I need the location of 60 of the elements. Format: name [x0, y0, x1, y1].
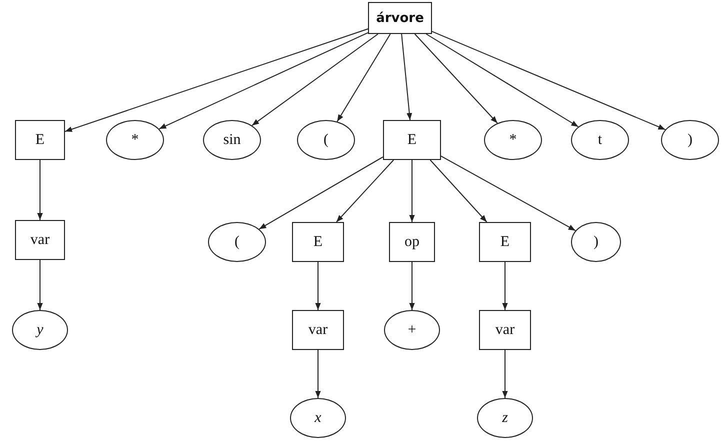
- nonterminal-box: [292, 310, 344, 350]
- nonterminal-box: [15, 120, 65, 160]
- terminal-ellipse: [661, 120, 719, 160]
- node-label: y: [36, 322, 44, 338]
- arrow: [414, 34, 498, 124]
- nonterminal-box: [368, 2, 432, 34]
- node-label: E: [35, 132, 45, 148]
- node-label: E: [500, 234, 510, 250]
- node-label: (: [324, 132, 328, 148]
- arrow: [37, 160, 43, 220]
- arrow: [409, 262, 415, 310]
- arrow: [336, 160, 394, 222]
- terminal-ellipse: [203, 120, 261, 160]
- arrow: [401, 34, 412, 120]
- node-label: E: [313, 234, 323, 250]
- terminal-ellipse: [290, 398, 346, 438]
- terminal-ellipse: [106, 120, 164, 160]
- terminal-ellipse: [477, 398, 533, 438]
- terminal-ellipse: [571, 120, 629, 160]
- arrow: [440, 156, 576, 232]
- arrow: [158, 32, 368, 130]
- node-label: árvore: [376, 10, 424, 26]
- arrow: [336, 34, 391, 122]
- arrow: [258, 156, 384, 230]
- node-label: ): [688, 132, 692, 148]
- node-label: var: [495, 322, 515, 338]
- arrow: [409, 160, 415, 222]
- nonterminal-box: [479, 222, 531, 262]
- nonterminal-box: [292, 222, 344, 262]
- node-label: x: [314, 410, 322, 426]
- node-label: *: [131, 132, 139, 148]
- terminal-ellipse: [571, 222, 621, 262]
- node-label: t: [598, 132, 602, 148]
- node-label: ): [594, 234, 598, 250]
- node-label: *: [509, 132, 517, 148]
- nonterminal-box: [383, 120, 441, 160]
- node-label: +: [408, 322, 416, 338]
- arrow: [64, 28, 368, 132]
- nonterminal-box: [389, 222, 435, 262]
- node-label: op: [404, 234, 420, 250]
- node-label: var: [30, 232, 50, 248]
- node-label: E: [407, 132, 417, 148]
- arrow: [430, 160, 488, 222]
- nonterminal-box: [15, 220, 65, 260]
- terminal-ellipse: [208, 222, 266, 262]
- arrow: [315, 262, 321, 310]
- terminal-ellipse: [384, 310, 440, 350]
- node-label: (: [234, 234, 240, 250]
- arrow: [502, 262, 508, 310]
- node-label: sin: [223, 132, 241, 148]
- arrow: [502, 350, 508, 398]
- arrow: [37, 260, 43, 310]
- arrow: [315, 350, 321, 398]
- arrow: [432, 30, 666, 130]
- terminal-ellipse: [12, 310, 68, 350]
- arrow: [251, 34, 378, 126]
- node-label: z: [502, 410, 508, 426]
- node-label: var: [308, 322, 328, 338]
- nonterminal-box: [479, 310, 531, 350]
- arrow: [426, 34, 579, 128]
